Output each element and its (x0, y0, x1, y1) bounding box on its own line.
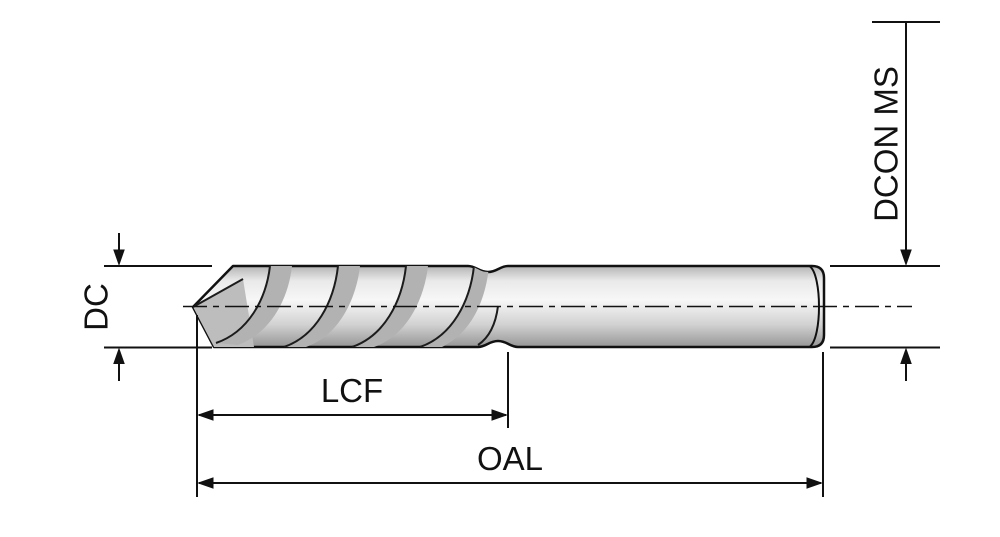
flute-section (193, 266, 820, 347)
tip-lip-line (193, 278, 244, 308)
drill-bit-illustration (183, 264, 912, 349)
arrowhead-down-icon (900, 249, 912, 266)
arrowhead-up-icon (900, 347, 912, 364)
flute-stripe (216, 266, 292, 345)
flute-stripe (284, 266, 360, 347)
arrowhead-down-icon (113, 249, 125, 266)
oal-label: OAL (477, 440, 543, 477)
arrowhead-left-icon (197, 477, 214, 489)
dc-label: DC (78, 283, 115, 331)
lcf-label: LCF (321, 372, 383, 409)
arrowhead-right-icon (806, 477, 823, 489)
flute-stripe (352, 266, 428, 347)
arrowhead-up-icon (113, 347, 125, 364)
flute-stripe (420, 266, 489, 347)
dcon-ms-label: DCON MS (868, 66, 905, 222)
oal-dimension (197, 352, 824, 497)
flute-helix-lines (215, 266, 499, 347)
arrowhead-right-icon (491, 409, 508, 421)
arrowhead-left-icon (197, 409, 214, 421)
dc-dimension (104, 233, 212, 381)
lcf-dimension (196, 315, 509, 497)
dcon-dimension (830, 21, 940, 381)
